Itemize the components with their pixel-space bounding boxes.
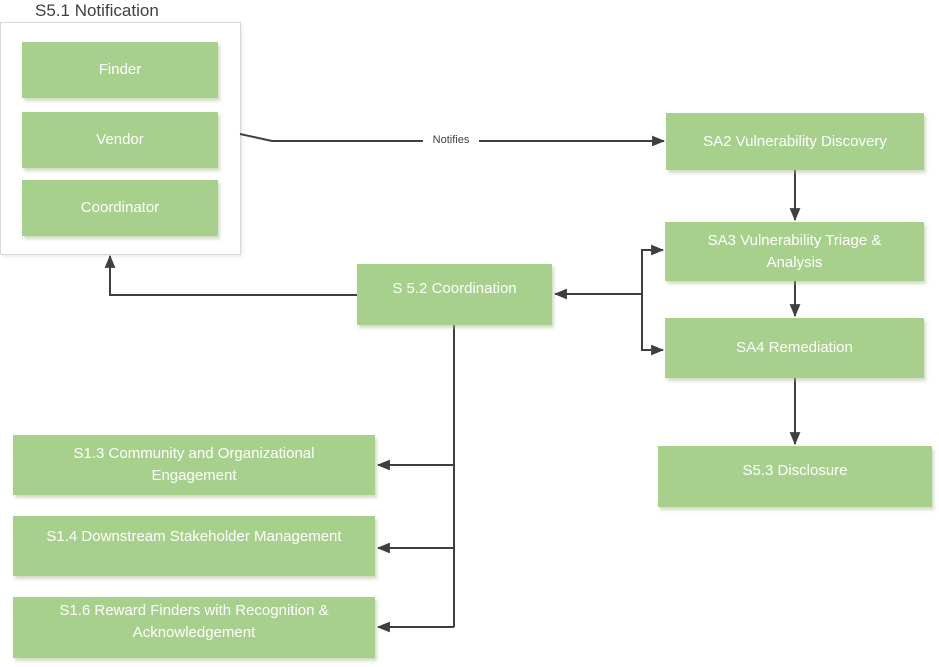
node-sa2-vulnerability-discovery: SA2 Vulnerability Discovery <box>666 113 924 170</box>
edge-junction-to-sa4 <box>641 294 665 356</box>
node-finder-label: Finder <box>98 61 142 78</box>
edge-junction-to-sa3 <box>641 244 665 294</box>
node-coordinator-label: Coordinator <box>80 199 160 216</box>
node-s16-label: S1.6 Reward Finders with Recognition & A… <box>59 601 329 641</box>
edge-s52-to-group <box>104 254 357 296</box>
node-vendor-label: Vendor <box>96 131 144 148</box>
node-sa3-vulnerability-triage-analysis: SA3 Vulnerability Triage & Analysis <box>665 222 924 281</box>
node-vendor: Vendor <box>22 112 218 168</box>
node-s13-community-engagement: S1.3 Community and Organizational Engage… <box>13 435 375 495</box>
notification-group-title: S5.1 Notification <box>35 1 159 20</box>
node-sa3-label: SA3 Vulnerability Triage & Analysis <box>707 231 882 271</box>
node-coordinator: Coordinator <box>22 180 218 236</box>
node-sa4-label: SA4 Remediation <box>736 339 853 356</box>
node-s14-label: S1.4 Downstream Stakeholder Management <box>46 528 342 545</box>
node-s14-downstream-stakeholder-management: S1.4 Downstream Stakeholder Management <box>13 516 375 576</box>
node-s16-reward-finders: S1.6 Reward Finders with Recognition & A… <box>13 597 375 658</box>
node-sa2-label: SA2 Vulnerability Discovery <box>703 132 887 150</box>
node-s52-label: S 5.2 Coordination <box>392 279 517 297</box>
node-sa4-remediation: SA4 Remediation <box>665 318 924 378</box>
node-s53-disclosure: S5.3 Disclosure <box>658 446 932 507</box>
node-s13-label: S1.3 Community and Organizational Engage… <box>73 445 315 484</box>
node-s52-coordination: S 5.2 Coordination <box>357 264 552 325</box>
node-finder: Finder <box>22 42 218 98</box>
node-s53-label: S5.3 Disclosure <box>742 461 848 479</box>
edge-label-notifies: Notifies <box>423 133 479 148</box>
